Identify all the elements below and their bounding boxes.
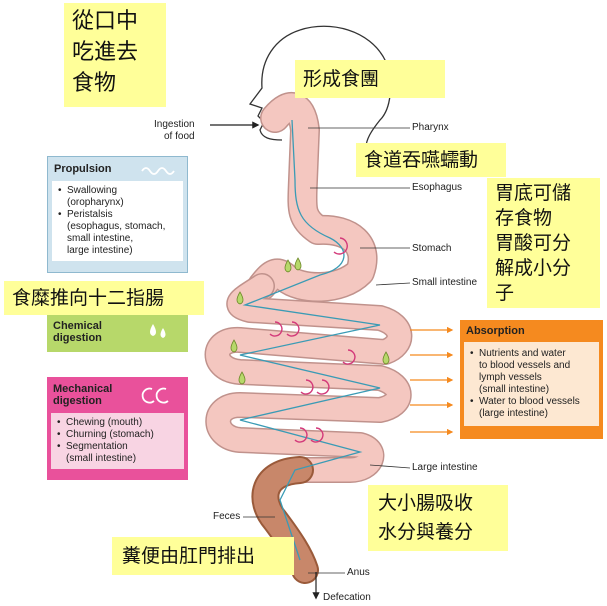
note-duodenum: 食糜推向十二指腸 <box>4 281 204 315</box>
enzyme-drops <box>230 257 390 385</box>
mechanical-item: Churning (stomach) <box>57 429 178 441</box>
label-esophagus: Esophagus <box>412 182 463 193</box>
tract <box>204 92 413 584</box>
absorption-title: Absorption <box>466 325 525 337</box>
note-esophagus: 食道吞嚥蠕動 <box>356 143 506 177</box>
note-pharynx: 形成食團 <box>295 60 445 98</box>
propulsion-item: Swallowing (oropharynx) <box>58 185 177 209</box>
churning-marks <box>269 237 356 443</box>
churn-icon <box>141 387 169 404</box>
absorption-box: Absorption Nutrients and water to blood … <box>460 320 603 439</box>
mechanical-item: Chewing (mouth) <box>57 417 178 429</box>
wave-icon <box>141 167 175 175</box>
label-large-intestine: Large intestine <box>412 462 478 473</box>
absorption-item: Water to blood vessels (large intestine) <box>470 396 593 420</box>
label-small-intestine: Small intestine <box>412 277 478 288</box>
propulsion-box: Propulsion Swallowing (oropharynx) Peris… <box>47 156 188 273</box>
chemical-digestion-box: Chemical digestion <box>47 312 188 352</box>
mechanical-title: Mechanical digestion <box>53 383 113 407</box>
label-defecation: Defecation <box>323 592 371 603</box>
note-stomach: 胃底可儲 存食物 胃酸可分 解成小分 子 <box>487 178 600 308</box>
note-mouth: 從口中 吃進去 食物 <box>64 3 166 107</box>
absorption-arrows <box>410 326 454 436</box>
absorption-body: Nutrients and water to blood vessels and… <box>464 342 599 426</box>
mechanical-item: Segmentation (small intestine) <box>57 441 178 465</box>
label-stomach: Stomach <box>412 243 452 254</box>
label-anus: Anus <box>347 567 370 578</box>
note-intestine: 大小腸吸收 水分與養分 <box>368 485 508 551</box>
chemical-title: Chemical digestion <box>53 320 102 344</box>
mechanical-digestion-box: Mechanical digestion Chewing (mouth) Chu… <box>47 377 188 480</box>
drops-icon <box>150 324 166 338</box>
leader-lines <box>243 127 411 574</box>
label-ingestion: Ingestion of food <box>154 119 195 142</box>
label-pharynx: Pharynx <box>412 122 449 133</box>
face-profile <box>248 29 301 141</box>
absorption-item: Nutrients and water to blood vessels and… <box>470 348 593 396</box>
mechanical-body: Chewing (mouth) Churning (stomach) Segme… <box>51 413 184 469</box>
propulsion-item: Peristalsis (esophagus, stomach, small i… <box>58 209 177 257</box>
food-flow-line <box>239 119 381 561</box>
propulsion-body: Swallowing (oropharynx) Peristalsis (eso… <box>52 181 183 261</box>
label-feces: Feces <box>213 511 241 522</box>
note-anus: 糞便由肛門排出 <box>112 537 294 575</box>
